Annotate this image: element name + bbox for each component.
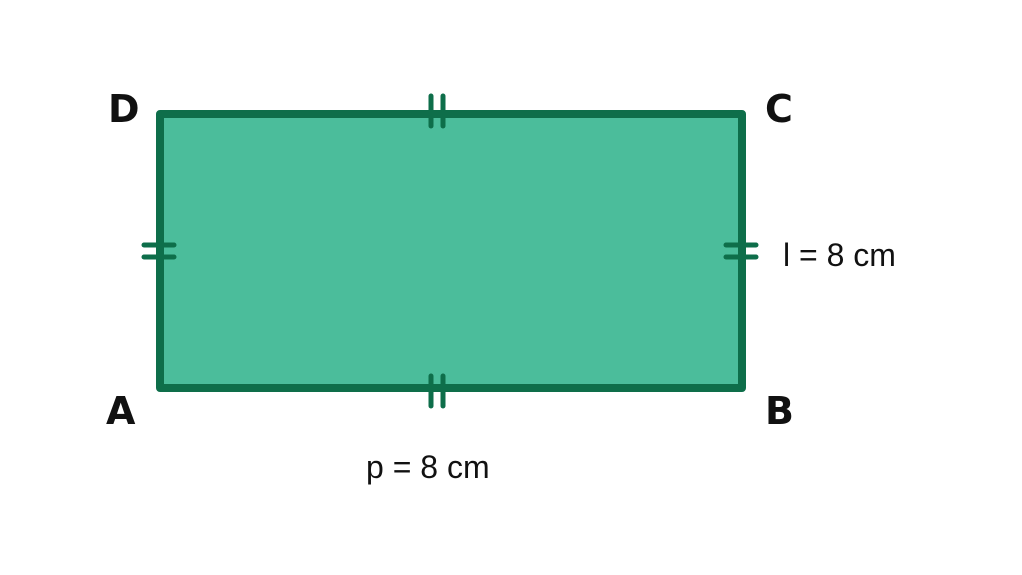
vertex-label-b: B [765,389,794,433]
vertex-label-d: D [108,87,140,131]
rectangle-abcd [156,110,746,392]
vertex-label-a: A [106,389,136,433]
tick-mark-top-side [428,93,446,129]
tick-mark-bottom-side [428,373,446,409]
tick-mark-right-side [723,242,759,260]
side-length-label: l = 8 cm [783,237,896,273]
vertex-label-c: C [765,87,793,131]
base-length-label: p = 8 cm [366,449,490,485]
tick-mark-left-side [141,242,177,260]
